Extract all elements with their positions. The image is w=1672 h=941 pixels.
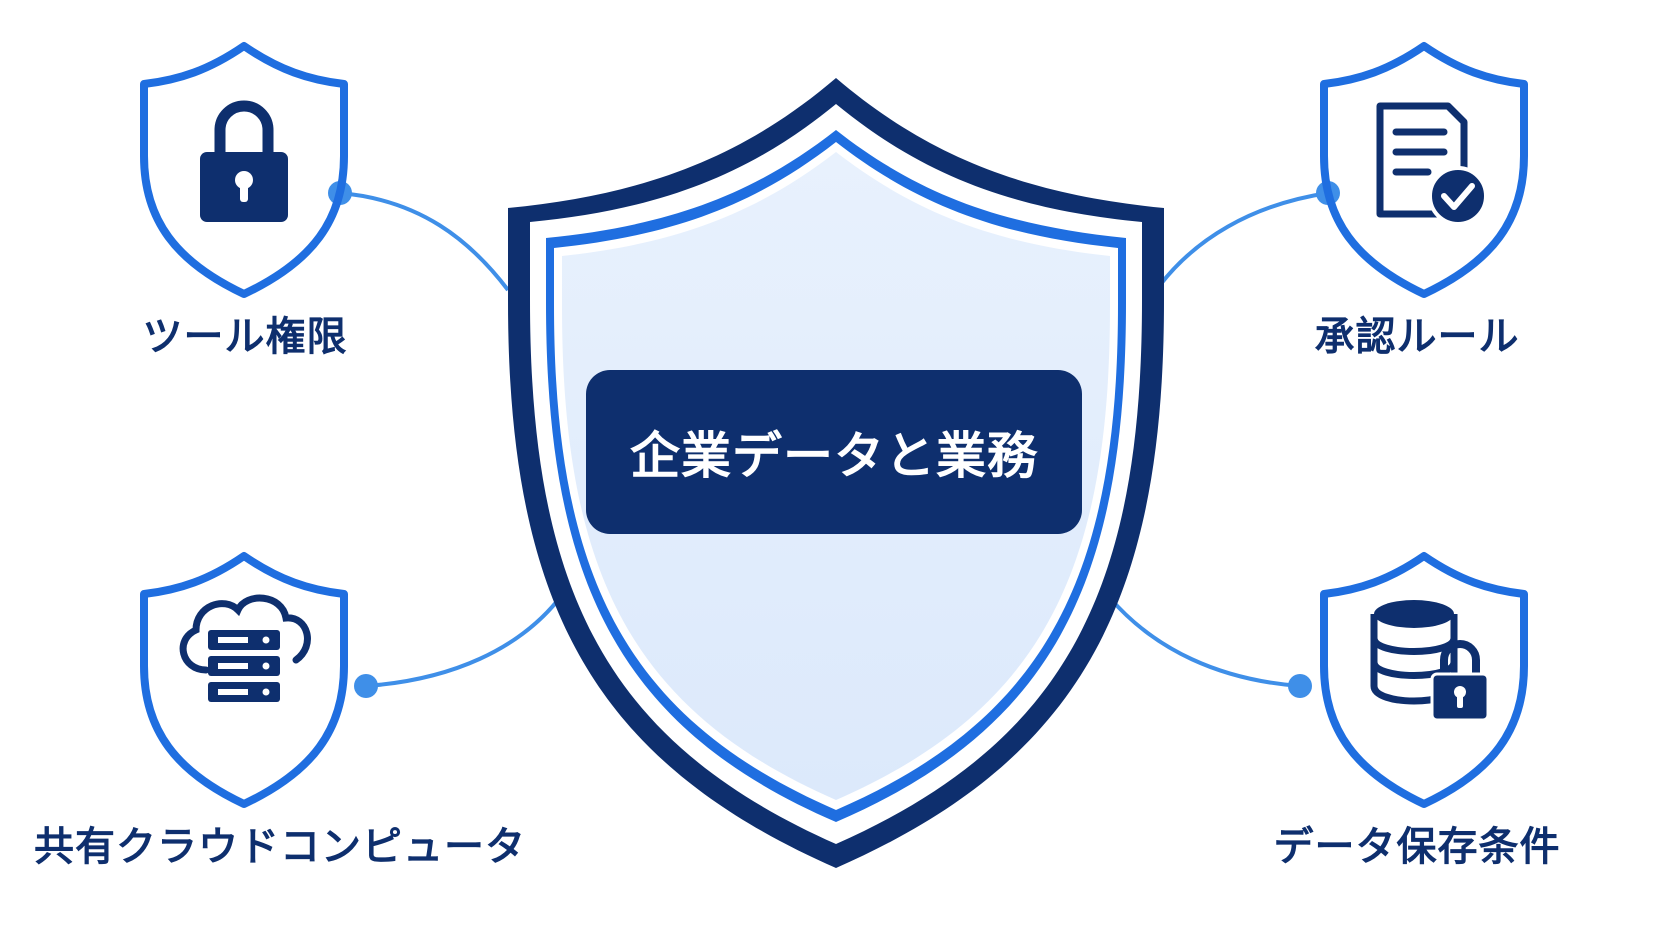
shared-cloud-label: 共有クラウドコンピュータ (34, 824, 526, 870)
cloud-server-icon (179, 594, 311, 702)
connector-approval-rules (1158, 191, 1329, 287)
connectors (339, 191, 1329, 688)
shared-cloud-badge (140, 552, 348, 808)
connector-shared-cloud (365, 593, 564, 688)
badge-shield (1320, 552, 1528, 808)
connector-dot (1288, 674, 1312, 698)
badge-shield (1320, 42, 1528, 298)
data-storage-badge (1320, 552, 1528, 808)
tool-permissions-label: ツール権限 (142, 314, 348, 360)
connector-tool-permissions (339, 191, 510, 292)
connector-dot (354, 674, 378, 698)
approved-document-icon (1376, 102, 1488, 226)
connector-data-storage (1108, 596, 1301, 688)
approval-rules-label: 承認ルール (1314, 314, 1520, 360)
locked-database-icon (1370, 600, 1490, 722)
center-title: 企業データと業務 (630, 427, 1038, 485)
badge-shield (140, 552, 348, 808)
tool-permissions-badge (140, 42, 348, 298)
center-title-box: 企業データと業務 (586, 370, 1082, 534)
approval-rules-badge (1320, 42, 1528, 298)
lock-icon (200, 100, 288, 222)
data-storage-label: データ保存条件 (1273, 824, 1561, 870)
badge-shield (140, 42, 348, 298)
